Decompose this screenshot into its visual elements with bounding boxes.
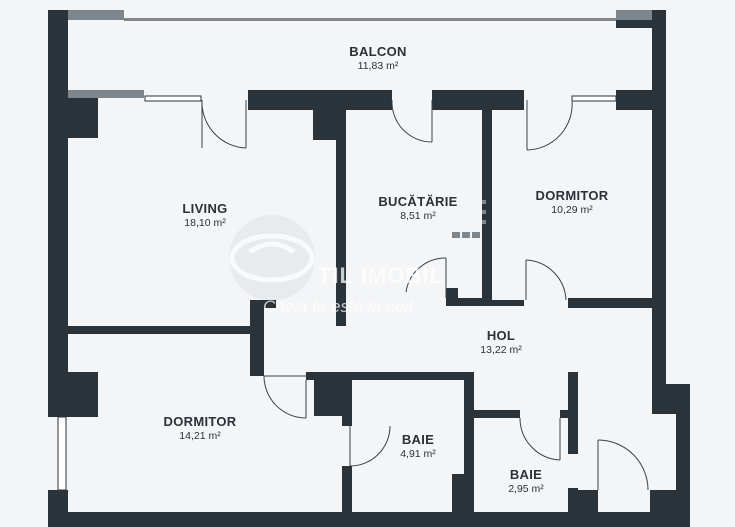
windows bbox=[57, 95, 617, 491]
room-bucatarie: BUCĂTĂRIE 8,51 m² bbox=[378, 194, 458, 222]
room-name: HOL bbox=[486, 328, 516, 343]
room-hol: HOL 13,22 m² bbox=[480, 328, 522, 356]
room-balcon: BALCON 11,83 m² bbox=[349, 44, 407, 72]
watermark-tagline: Cheia ta este la noi! bbox=[263, 297, 414, 316]
room-baie-2: BAIE 2,95 m² bbox=[508, 467, 544, 495]
room-area: 2,95 m² bbox=[508, 482, 544, 495]
room-baie-1: BAIE 4,91 m² bbox=[400, 432, 436, 460]
room-area: 4,91 m² bbox=[400, 447, 436, 460]
watermark-logo-icon bbox=[229, 215, 315, 301]
room-area: 13,22 m² bbox=[480, 343, 522, 356]
room-name: BALCON bbox=[349, 44, 407, 59]
room-name: LIVING bbox=[182, 201, 228, 216]
room-area: 14,21 m² bbox=[179, 429, 221, 442]
room-name: BAIE bbox=[401, 432, 435, 447]
room-dormitor-2: DORMITOR 14,21 m² bbox=[163, 414, 237, 442]
room-area: 11,83 m² bbox=[357, 59, 399, 72]
kitchen-counter-icon bbox=[452, 200, 486, 238]
room-name: DORMITOR bbox=[535, 188, 609, 203]
room-living: LIVING 18,10 m² bbox=[182, 201, 228, 229]
walls bbox=[48, 10, 690, 527]
room-area: 8,51 m² bbox=[400, 209, 436, 222]
doors bbox=[201, 99, 649, 491]
room-name: BAIE bbox=[509, 467, 543, 482]
room-dormitor-1: DORMITOR 10,29 m² bbox=[535, 188, 609, 216]
room-name: DORMITOR bbox=[163, 414, 237, 429]
watermark-name: TIL IMOBIL bbox=[318, 263, 444, 288]
room-area: 18,10 m² bbox=[184, 216, 226, 229]
room-area: 10,29 m² bbox=[551, 203, 593, 216]
room-name: BUCĂTĂRIE bbox=[378, 194, 458, 209]
